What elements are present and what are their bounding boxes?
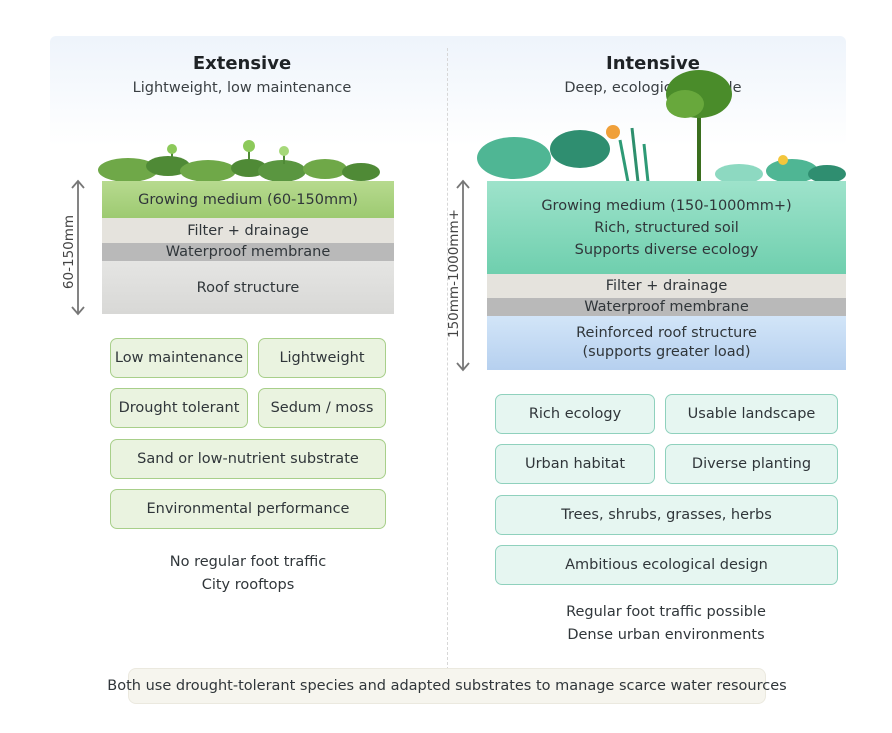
shrub	[715, 164, 763, 184]
shrub	[808, 165, 846, 183]
tag-substrate: Sand or low-nutrient substrate	[110, 439, 386, 479]
tag-rich-ecology: Rich ecology	[495, 394, 655, 434]
shrub	[477, 137, 551, 179]
sedum-clump	[258, 160, 306, 182]
extensive-note-location: City rooftops	[201, 577, 295, 593]
extensive-layer-roof-structure: Roof structure	[102, 261, 394, 314]
shrub	[766, 159, 818, 183]
layer-label: Reinforced roof structure	[576, 325, 757, 341]
tag-usable-landscape: Usable landscape	[665, 394, 838, 434]
intensive-title: Intensive	[606, 53, 700, 74]
layer-label: Growing medium (150-1000mm+)	[541, 197, 792, 214]
flower-head	[778, 155, 788, 165]
intensive-layer-membrane: Waterproof membrane	[487, 298, 846, 316]
extensive-layer-filter: Filter + drainage	[102, 218, 394, 243]
tag-ecological-design: Ambitious ecological design	[495, 545, 838, 585]
intensive-note-location: Dense urban environments	[567, 627, 765, 643]
tag-urban-habitat: Urban habitat	[495, 444, 655, 484]
tag-diverse-planting: Diverse planting	[665, 444, 838, 484]
tree-canopy	[666, 90, 704, 118]
extensive-subtitle: Lightweight, low maintenance	[132, 80, 352, 96]
sedum-clump	[180, 160, 236, 182]
extensive-depth-arrow	[71, 179, 85, 316]
layer-label: Filter + drainage	[605, 278, 728, 294]
tag-environmental-performance: Environmental performance	[110, 489, 386, 529]
tag-drought-tolerant: Drought tolerant	[110, 388, 248, 428]
layer-label: (supports greater load)	[582, 344, 751, 360]
intensive-plants-illustration	[477, 70, 846, 184]
extensive-title: Extensive	[192, 53, 292, 74]
sedum-clump	[146, 156, 190, 176]
sedum-clump	[231, 159, 267, 177]
sedum-clump	[342, 163, 380, 181]
flower-head	[167, 144, 177, 154]
tag-lightweight: Lightweight	[258, 338, 386, 378]
flower-head	[606, 125, 620, 139]
intensive-depth-arrow	[456, 179, 470, 372]
shrub	[550, 130, 610, 168]
layer-label: Waterproof membrane	[165, 244, 331, 260]
layer-label: Roof structure	[196, 279, 300, 296]
intensive-layer-growing-medium: Growing medium (150-1000mm+) Rich, struc…	[487, 181, 846, 274]
flower-head	[279, 146, 289, 156]
intensive-note-traffic: Regular foot traffic possible	[566, 604, 766, 620]
layer-label: Growing medium (60-150mm)	[138, 191, 358, 208]
extensive-layer-membrane: Waterproof membrane	[102, 243, 394, 261]
intensive-depth-label: 150mm-1000mm+	[446, 209, 462, 338]
layer-label: Waterproof membrane	[584, 299, 749, 315]
sedum-clump	[98, 158, 158, 182]
layer-label: Supports diverse ecology	[574, 241, 759, 258]
intensive-layer-roof-structure: Reinforced roof structure (supports grea…	[487, 316, 846, 370]
layer-label: Filter + drainage	[187, 222, 309, 239]
intensive-layer-filter: Filter + drainage	[487, 274, 846, 298]
extensive-note-traffic: No regular foot traffic	[169, 554, 327, 570]
extensive-depth-label: 60-150mm	[61, 214, 77, 290]
sedum-clump	[303, 159, 347, 179]
tag-sedum-moss: Sedum / moss	[258, 388, 386, 428]
layer-label: Rich, structured soil	[594, 219, 739, 236]
tag-low-maintenance: Low maintenance	[110, 338, 248, 378]
footer-summary: Both use drought-tolerant species and ad…	[107, 668, 787, 704]
extensive-plants-illustration	[98, 140, 380, 182]
extensive-layer-growing-medium: Growing medium (60-150mm)	[102, 181, 394, 218]
tag-planting-types: Trees, shrubs, grasses, herbs	[495, 495, 838, 535]
center-divider	[447, 48, 448, 670]
flower-head	[243, 140, 255, 152]
